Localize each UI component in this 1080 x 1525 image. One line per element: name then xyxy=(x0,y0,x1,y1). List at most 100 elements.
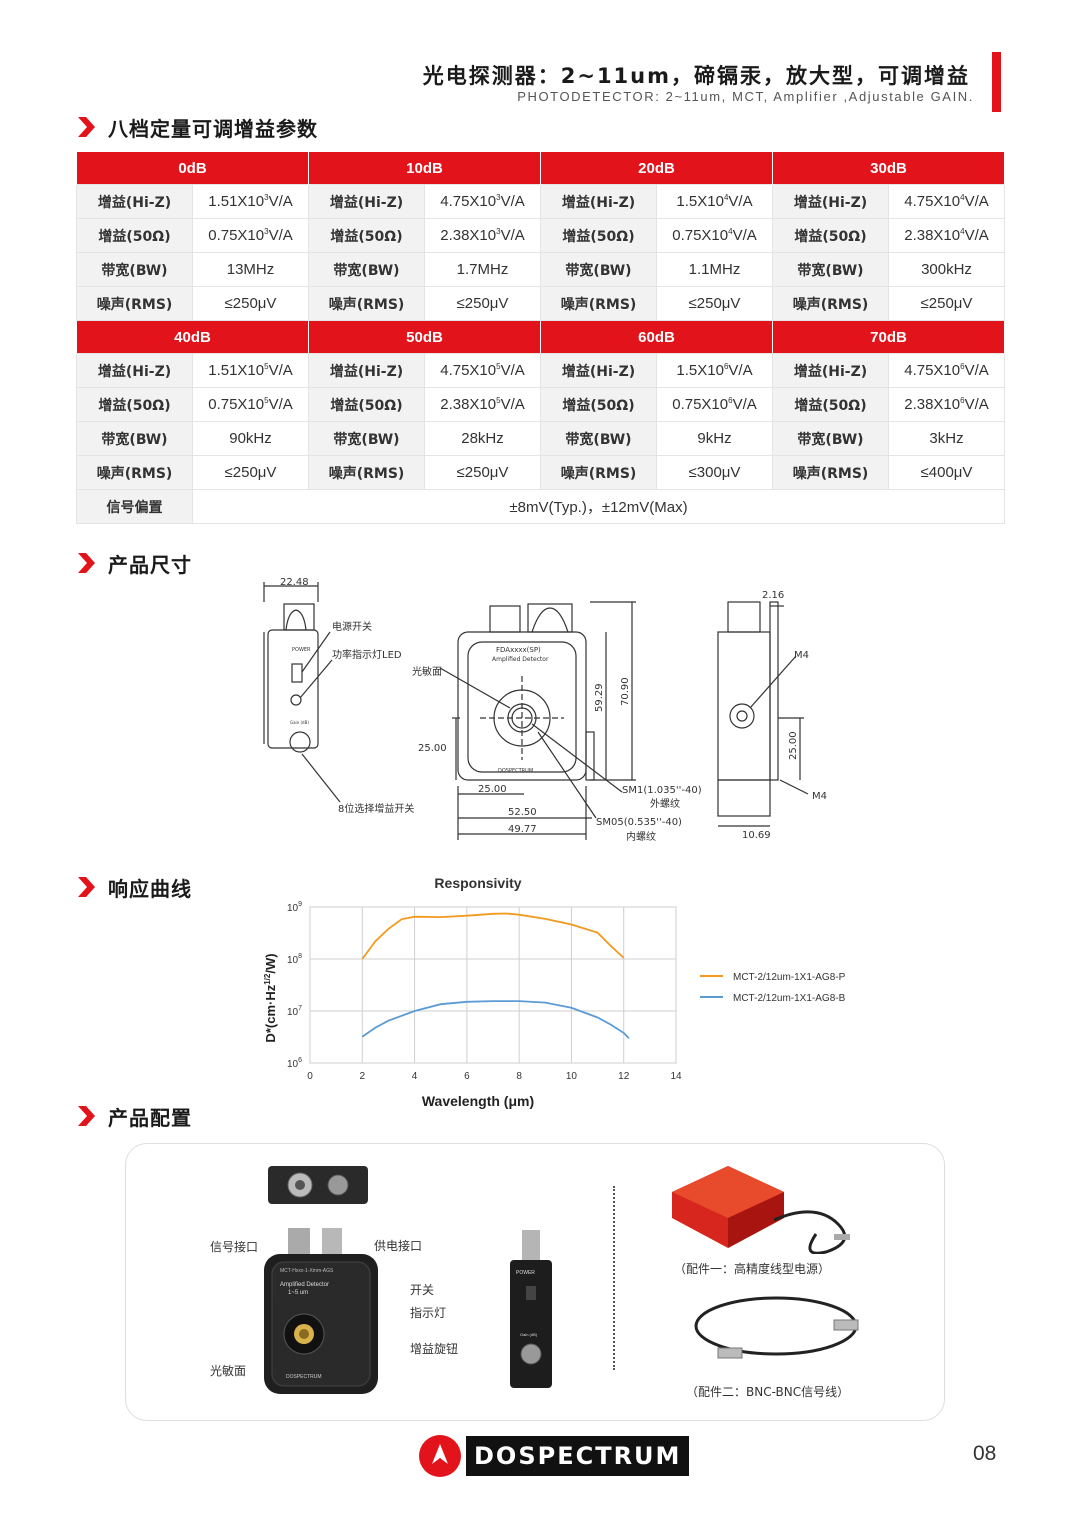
value-unit: V/A xyxy=(964,193,989,210)
dim-1069: 10.69 xyxy=(742,830,771,841)
value-unit: V/A xyxy=(268,227,293,244)
gain-header: 70dB xyxy=(772,320,1005,354)
row-label: 增益(50Ω) xyxy=(76,387,193,422)
table-cell: 300kHz xyxy=(888,252,1005,287)
value-mantissa: 4.75X10 xyxy=(440,193,497,210)
bias-row: 信号偏置±8mV(Typ.)，±12mV(Max) xyxy=(76,489,1005,524)
device-model: MCT-Hxxx-1-Xmm-AGS xyxy=(280,1268,334,1274)
row-label: 增益(Hi-Z) xyxy=(540,184,657,219)
table-cell: 1.51X103V/A xyxy=(192,184,309,219)
section-title: 产品配置 xyxy=(108,1105,192,1130)
row-label: 噪声(RMS) xyxy=(308,455,425,490)
value-unit: V/A xyxy=(268,396,293,413)
table-cell: 4.75X104V/A xyxy=(888,184,1005,219)
sm05-label: SM05(0.535''-40) xyxy=(596,817,682,828)
row-label: 带宽(BW) xyxy=(308,252,425,287)
row-label: 噪声(RMS) xyxy=(772,455,889,490)
value-unit: V/A xyxy=(964,227,989,244)
power-port-label: 供电接口 xyxy=(374,1239,423,1253)
page-number: 08 xyxy=(973,1442,997,1465)
table-cell: 4.75X105V/A xyxy=(424,353,541,388)
table-cell: ≤300μV xyxy=(656,455,773,490)
dim-25-horizontal: 25.00 xyxy=(478,784,507,795)
power-silk: POWER xyxy=(292,647,311,653)
gain-header: 30dB xyxy=(772,152,1005,185)
divider xyxy=(613,1186,615,1370)
signal-port-label: 信号接口 xyxy=(210,1240,259,1254)
dim-7090: 70.90 xyxy=(620,677,631,706)
indicator-label: 指示灯 xyxy=(410,1306,447,1320)
row-label: 增益(50Ω) xyxy=(308,218,425,253)
bias-label: 信号偏置 xyxy=(76,489,193,524)
table-cell: ≤250μV xyxy=(424,286,541,321)
y-tick-label: 106 xyxy=(287,1057,302,1070)
section-heading-response: 响应曲线 xyxy=(76,872,192,902)
dim-216: 2.16 xyxy=(762,590,784,601)
page-title: 光电探测器：2~11um，碲镉汞，放大型，可调增益 xyxy=(422,64,970,88)
y-axis-label: D*(cm·Hz1/2/W) xyxy=(263,953,278,1042)
value-exponent: 3 xyxy=(264,227,269,236)
sm05-cn-label: 内螺纹 xyxy=(626,830,656,843)
value-mantissa: 1.51X10 xyxy=(208,193,265,210)
section-title: 产品尺寸 xyxy=(108,552,192,577)
value-unit: V/A xyxy=(268,362,293,379)
table-cell: 0.75X105V/A xyxy=(192,387,309,422)
row-label: 增益(50Ω) xyxy=(772,218,889,253)
header-accent-bar xyxy=(992,52,1001,112)
legend-label: MCT-2/12um-1X1-AG8-B xyxy=(733,993,846,1004)
value-mantissa: 2.38X10 xyxy=(904,396,961,413)
x-tick-label: 12 xyxy=(618,1071,630,1082)
plot-frame xyxy=(309,906,677,1064)
row-label: 噪声(RMS) xyxy=(308,286,425,321)
value-exponent: 5 xyxy=(496,362,501,371)
gain-header: 0dB xyxy=(76,152,309,185)
sensor-label: 光敏面 xyxy=(412,665,442,678)
row-label: 带宽(BW) xyxy=(308,421,425,456)
table-cell: 1.5X106V/A xyxy=(656,353,773,388)
row-label: 噪声(RMS) xyxy=(540,286,657,321)
top-view-photo xyxy=(268,1166,368,1204)
table-cell: ≤250μV xyxy=(424,455,541,490)
series-line-2 xyxy=(361,1000,630,1039)
table-cell: ≤250μV xyxy=(192,286,309,321)
series-line-1 xyxy=(361,912,625,960)
value-unit: V/A xyxy=(500,362,525,379)
gain-header: 40dB xyxy=(76,320,309,354)
gain-knob-label: 增益旋钮 xyxy=(410,1342,459,1356)
row-label: 增益(50Ω) xyxy=(76,218,193,253)
value-mantissa: 4.75X10 xyxy=(904,362,961,379)
value-exponent: 6 xyxy=(728,396,733,405)
table-cell: 0.75X106V/A xyxy=(656,387,773,422)
row-label: 增益(50Ω) xyxy=(308,387,425,422)
value-mantissa: 1.5X10 xyxy=(676,193,724,210)
table-cell: 90kHz xyxy=(192,421,309,456)
device-range: 1~5 um xyxy=(288,1290,308,1296)
amp-text: Amplified Detector xyxy=(492,656,549,663)
side-power-silk: POWER xyxy=(516,1270,535,1276)
y-tick-label: 108 xyxy=(287,953,302,966)
dim-width-side: 22.48 xyxy=(280,577,309,588)
value-exponent: 5 xyxy=(264,396,269,405)
section-heading-gain: 八档定量可调增益参数 xyxy=(76,112,318,142)
value-exponent: 4 xyxy=(728,227,733,236)
dim-5250: 52.50 xyxy=(508,807,537,818)
bias-value: ±8mV(Typ.)，±12mV(Max) xyxy=(192,489,1005,524)
x-tick-label: 2 xyxy=(360,1071,366,1082)
value-mantissa: 4.75X10 xyxy=(440,362,497,379)
value-exponent: 5 xyxy=(264,362,269,371)
table-cell: 9kHz xyxy=(656,421,773,456)
brand-small: DOSPECTRUM xyxy=(498,768,533,774)
chevron-right-icon xyxy=(78,877,95,897)
value-mantissa: 2.38X10 xyxy=(440,396,497,413)
device-label: Amplified Detector xyxy=(280,1282,329,1288)
value-exponent: 4 xyxy=(960,193,965,202)
power-switch-label: 电源开关 xyxy=(332,620,372,633)
table-cell: 1.1MHz xyxy=(656,252,773,287)
row-label: 增益(Hi-Z) xyxy=(308,353,425,388)
value-exponent: 3 xyxy=(496,193,501,202)
